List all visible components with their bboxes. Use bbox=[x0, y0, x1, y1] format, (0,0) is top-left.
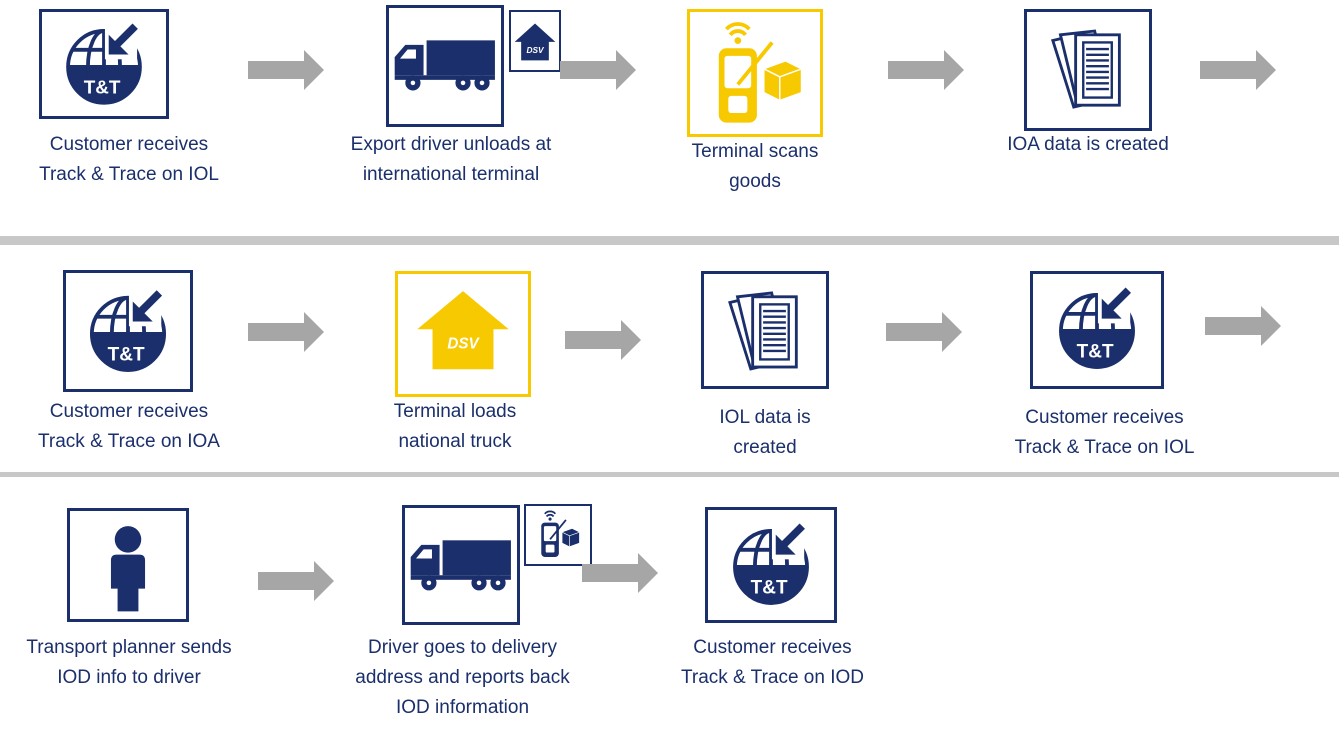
flow-arrow bbox=[1205, 306, 1281, 346]
label-line: Terminal loads bbox=[393, 401, 517, 422]
truck-icon bbox=[394, 40, 495, 91]
row-separator bbox=[0, 236, 1339, 245]
flow-arrow bbox=[886, 312, 962, 352]
badge-box: DSV bbox=[509, 10, 561, 72]
flow-arrow bbox=[565, 320, 641, 360]
track-and-trace-globe-icon: T&T bbox=[66, 273, 190, 389]
step-box-ioa-data bbox=[1024, 9, 1152, 131]
row-separator bbox=[0, 472, 1339, 477]
flow-arrow bbox=[582, 553, 658, 593]
truck-icon bbox=[410, 540, 511, 591]
label-line: created bbox=[733, 437, 797, 458]
step-box-terminal-loads: DSV bbox=[395, 271, 531, 397]
label-line: IOD information bbox=[395, 697, 530, 718]
step-box-transport-planner bbox=[67, 508, 189, 622]
documents-icon bbox=[728, 291, 798, 371]
tt-text: T&T bbox=[84, 77, 121, 98]
badge-box bbox=[524, 504, 592, 566]
track-and-trace-globe-icon: T&T bbox=[1033, 274, 1161, 386]
label-line: IOD info to driver bbox=[57, 667, 201, 688]
label-line: international terminal bbox=[362, 164, 540, 185]
step-label: IOL data is created bbox=[660, 403, 870, 463]
label-line: Track & Trace on IOL bbox=[1014, 437, 1195, 458]
label-line: Customer receives bbox=[49, 401, 209, 422]
step-label: IOA data is created bbox=[968, 130, 1208, 160]
step-box-export-driver bbox=[386, 5, 504, 127]
tt-text: T&T bbox=[751, 577, 788, 598]
dsv-house-icon: DSV bbox=[514, 23, 556, 61]
step-label: Transport planner sends IOD info to driv… bbox=[0, 633, 258, 693]
step-label: Customer receives Track & Trace on IOD bbox=[645, 633, 900, 693]
step-label: Customer receives Track & Trace on IOL bbox=[977, 403, 1232, 463]
label-line: address and reports back bbox=[355, 667, 570, 688]
label-line: IOA data is created bbox=[1007, 134, 1169, 155]
track-and-trace-globe-icon: T&T bbox=[42, 12, 166, 116]
label-line: Customer receives bbox=[49, 134, 209, 155]
flow-arrow bbox=[1200, 50, 1276, 90]
label-line: Driver goes to delivery bbox=[367, 637, 558, 658]
label-line: Track & Trace on IOD bbox=[680, 667, 864, 688]
step-box-customer-tt-iod: T&T bbox=[705, 507, 837, 623]
step-box-terminal-scans bbox=[687, 9, 823, 137]
flow-arrow bbox=[258, 561, 334, 601]
dsv-text: DSV bbox=[526, 45, 545, 55]
flow-arrow bbox=[248, 50, 324, 90]
label-line: national truck bbox=[398, 431, 512, 452]
step-label: Driver goes to delivery address and repo… bbox=[330, 633, 595, 723]
documents-icon bbox=[1051, 29, 1121, 109]
dsv-text: DSV bbox=[447, 335, 480, 352]
label-line: Customer receives bbox=[693, 637, 852, 658]
step-box-iol-data bbox=[701, 271, 829, 389]
flow-arrow bbox=[888, 50, 964, 90]
handheld-scanner-icon bbox=[716, 22, 803, 125]
label-line: Track & Trace on IOL bbox=[39, 164, 219, 185]
person-icon bbox=[110, 526, 146, 612]
step-box-customer-tt-iol-1: T&T bbox=[39, 9, 169, 119]
label-line: Transport planner sends bbox=[26, 637, 232, 658]
step-box-customer-tt-ioa: T&T bbox=[63, 270, 193, 392]
step-label: Export driver unloads at international t… bbox=[316, 130, 586, 190]
handheld-scanner-icon bbox=[540, 510, 581, 558]
flow-arrow bbox=[560, 50, 636, 90]
label-line: goods bbox=[729, 171, 781, 192]
step-box-driver-delivery bbox=[402, 505, 520, 625]
label-line: IOL data is bbox=[719, 407, 811, 428]
track-and-trace-globe-icon: T&T bbox=[708, 510, 834, 620]
step-label: Terminal scans goods bbox=[650, 137, 860, 197]
label-line: Customer receives bbox=[1025, 407, 1184, 428]
step-label: Terminal loads national truck bbox=[350, 397, 560, 457]
label-line: Export driver unloads at bbox=[350, 134, 552, 155]
label-line: Terminal scans bbox=[691, 141, 819, 162]
label-line: Track & Trace on IOA bbox=[38, 431, 220, 452]
step-label: Customer receives Track & Trace on IOA bbox=[4, 397, 254, 457]
tt-text: T&T bbox=[108, 344, 145, 365]
step-box-customer-tt-iol-2: T&T bbox=[1030, 271, 1164, 389]
dsv-house-icon: DSV bbox=[417, 291, 509, 370]
step-label: Customer receives Track & Trace on IOL bbox=[4, 130, 254, 190]
flow-arrow bbox=[248, 312, 324, 352]
tt-text: T&T bbox=[1077, 342, 1114, 363]
